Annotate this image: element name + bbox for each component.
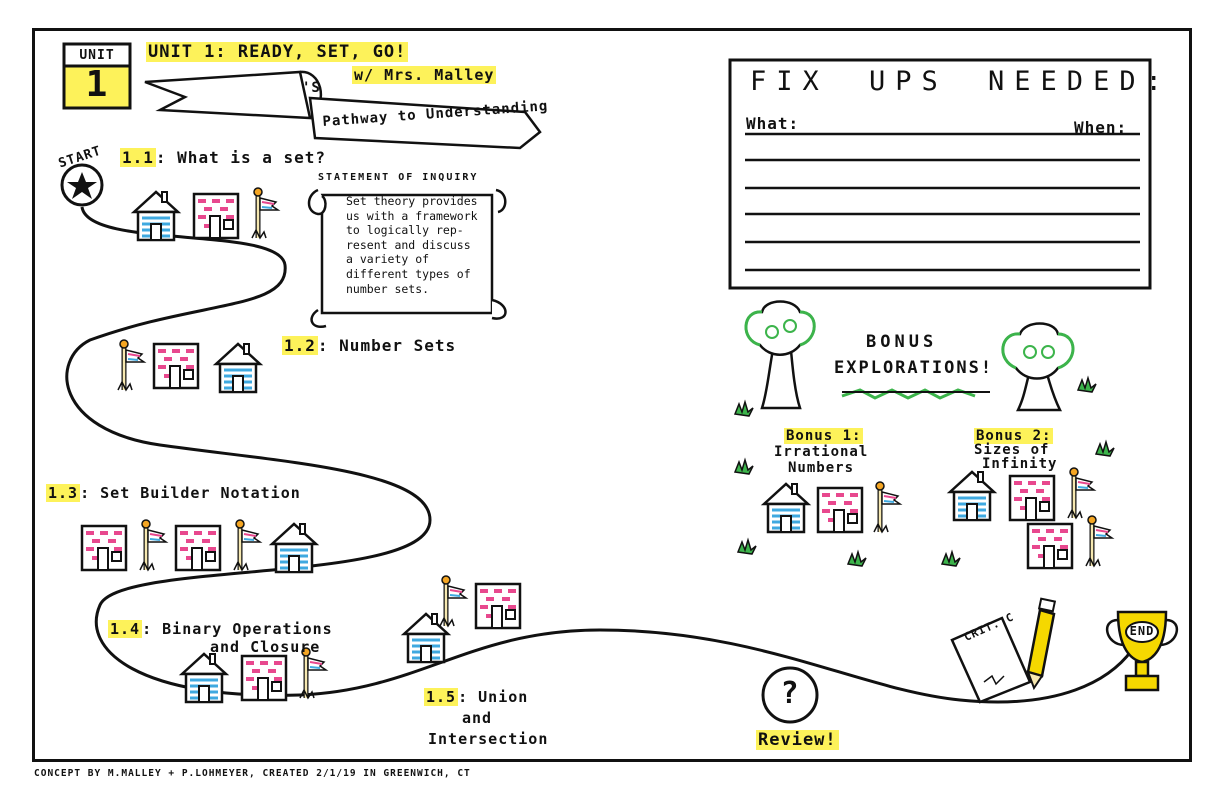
lesson-1-5-label: 1.5: Union <box>424 688 528 706</box>
end-label: END <box>1129 624 1155 638</box>
paper-icon <box>950 616 1032 704</box>
inquiry-line: resent and discuss <box>346 237 471 252</box>
lesson-1-4-label-line2: and Closure <box>210 638 321 656</box>
lesson-1-5-label-line3: Intersection <box>428 730 549 748</box>
bonus-1-line2: Numbers <box>788 460 855 476</box>
fixups-when-label: When: <box>1074 118 1128 137</box>
lesson-title: : Set Builder Notation <box>80 484 301 502</box>
fixups-what-label: What: <box>746 114 800 133</box>
bonus-1-line1: Irrational <box>774 444 869 460</box>
lesson-title: : Number Sets <box>317 336 457 355</box>
lesson-title: : Union <box>458 688 529 706</box>
page-title: UNIT 1: READY, SET, GO! <box>146 42 409 62</box>
title-possessive: 'S <box>302 80 321 96</box>
unit-badge-number: 1 <box>85 64 109 105</box>
lesson-1-1-label: 1.1: What is a set? <box>120 148 326 167</box>
inquiry-line: Set theory provides <box>346 194 478 208</box>
lesson-number: 1.1 <box>120 148 156 167</box>
bonus-1-label: Bonus 1: <box>784 428 864 444</box>
inquiry-line: different types of <box>346 266 471 281</box>
lesson-title: : What is a set? <box>155 148 327 167</box>
inquiry-line: a variety of <box>346 252 430 267</box>
inquiry-line: to logically rep- <box>346 223 464 238</box>
inquiry-text: Set theory provides us with a framework … <box>346 194 496 296</box>
teacher-name: w/ Mrs. Malley <box>352 66 497 84</box>
bonus-2-line2: Infinity <box>982 456 1058 472</box>
lesson-number: 1.4 <box>108 620 143 638</box>
unit-badge-label: UNIT <box>79 48 115 63</box>
inquiry-heading: STATEMENT OF INQUIRY <box>318 172 479 183</box>
fixups-title: FIX UPS NEEDED: <box>750 66 1172 97</box>
inquiry-line: us with a framework <box>346 208 478 223</box>
bonus-2-line1: Sizes of <box>974 442 1050 458</box>
lesson-title: : Binary Operations <box>142 620 333 638</box>
lesson-number: 1.5 <box>424 688 459 706</box>
lesson-1-3-label: 1.3: Set Builder Notation <box>46 484 301 502</box>
lesson-1-4-label: 1.4: Binary Operations <box>108 620 333 638</box>
lesson-1-5-label-line2: and <box>462 709 493 727</box>
tree-right-icon <box>1001 322 1075 412</box>
trophy-icon <box>1105 610 1179 692</box>
bonus-heading-line2: EXPLORATIONS! <box>834 358 994 378</box>
lesson-number: 1.3 <box>46 484 81 502</box>
footer-credit: CONCEPT BY M.MALLEY + P.LOHMEYER, CREATE… <box>34 768 471 779</box>
lesson-number: 1.2 <box>282 336 318 355</box>
bonus-heading-line1: BONUS <box>866 332 938 352</box>
lesson-1-2-label: 1.2: Number Sets <box>282 336 456 355</box>
question-mark-icon: ? <box>780 676 800 711</box>
bonus-2-label: Bonus 2: <box>974 428 1054 444</box>
review-label: Review! <box>756 730 839 750</box>
pencil-icon <box>1026 597 1057 691</box>
tree-left-icon <box>744 300 816 410</box>
worksheet-frame <box>32 28 1192 762</box>
inquiry-line: number sets. <box>346 281 430 296</box>
